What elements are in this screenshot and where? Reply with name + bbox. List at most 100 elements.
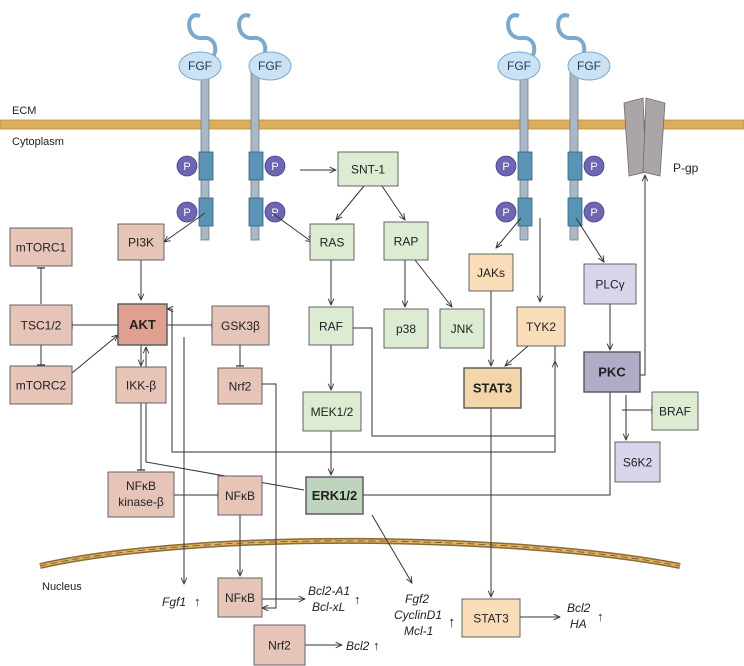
edge-receptor-jaks xyxy=(496,217,522,248)
tyk2-node: TYK2 xyxy=(516,306,566,347)
p38-node: p38 xyxy=(383,308,429,349)
phosphate-group: P xyxy=(176,201,198,223)
snt1-node-label: SNT-1 xyxy=(351,163,385,177)
snt1-node: SNT-1 xyxy=(337,151,399,187)
mtorc2-node: mTORC2 xyxy=(9,365,73,405)
nuclear-nrf2-node-label: Nrf2 xyxy=(268,639,291,653)
akt-node: AKT xyxy=(117,303,168,346)
edge-receptor-pi3k xyxy=(164,212,206,242)
cell-membrane xyxy=(0,119,744,130)
tyk2-node-label: TYK2 xyxy=(526,320,556,334)
gene-fgf1: Fgf1 xyxy=(162,595,186,609)
fgf-ligand: FGF xyxy=(497,51,541,81)
kinase-domain xyxy=(198,197,214,227)
plcg-node: PLCγ xyxy=(583,263,637,305)
edge-snt1-rap xyxy=(381,185,405,220)
gene-cyclind1: CyclinD1 xyxy=(394,608,442,622)
upregulated-arrow: ↑ xyxy=(354,592,361,607)
kinase-domain xyxy=(517,197,533,227)
edge-receptor-ras xyxy=(271,212,312,242)
upregulated-arrow: ↑ xyxy=(194,594,201,609)
mek1-2-node: MEK1/2 xyxy=(302,391,362,432)
upregulated-arrow: ↑ xyxy=(373,638,380,653)
phosphate-group: P xyxy=(495,201,517,223)
nuclear-nrf2-node: Nrf2 xyxy=(253,624,306,666)
tsc1-2-node-label: TSC1/2 xyxy=(21,319,62,333)
phosphate-group: P xyxy=(264,201,286,223)
pgp-transporter xyxy=(623,97,666,177)
upregulated-arrow: ↑ xyxy=(597,609,604,624)
edge-snt1-ras xyxy=(336,185,365,220)
nuclear-envelope xyxy=(39,537,681,569)
fgf-label: FGF xyxy=(258,59,282,73)
jaks-node: JAKs xyxy=(468,253,514,292)
plcg-node-label: PLCγ xyxy=(595,278,624,292)
jnk-node: JNK xyxy=(439,308,485,349)
gene-fgf2: Fgf2 xyxy=(405,592,429,606)
edge-tyk2-stat3 xyxy=(505,345,529,366)
phosphate-group: P xyxy=(583,201,605,223)
kinase-domain xyxy=(248,151,264,181)
raf-node-label: RAF xyxy=(319,320,343,334)
edge-tyk2-akt-loop xyxy=(167,309,556,453)
phosphate-label: P xyxy=(271,161,278,173)
erk1-2-node-label: ERK1/2 xyxy=(312,488,358,503)
rap-node-label: RAP xyxy=(394,235,419,249)
pi3k-node-label: PI3K xyxy=(128,236,154,250)
kinase-domain xyxy=(567,197,583,227)
raf-node: RAF xyxy=(308,306,354,346)
fgf-label: FGF xyxy=(577,59,601,73)
mtorc1-node: mTORC1 xyxy=(9,227,73,267)
gene-bcl2-nrf2: Bcl2 xyxy=(346,639,370,653)
nrf2-node: Nrf2 xyxy=(217,367,263,405)
pi3k-node: PI3K xyxy=(117,223,165,261)
phosphate-group: P xyxy=(176,155,198,177)
edge-pkc-erk xyxy=(357,392,611,495)
erk1-2-node: ERK1/2 xyxy=(305,476,364,515)
nfkb-kinase-line1: NFκB xyxy=(126,479,156,493)
fgf-ligand: FGF xyxy=(178,51,222,81)
kinase-domain xyxy=(198,151,214,181)
edge-nrf2-erk-loop xyxy=(262,383,277,608)
phosphate-label: P xyxy=(590,161,597,173)
tsc1-2-node: TSC1/2 xyxy=(9,304,73,346)
phosphate-label: P xyxy=(502,207,509,219)
kinase-domain xyxy=(567,151,583,181)
ikk-beta-node-label: IKK-β xyxy=(126,379,156,393)
phosphate-label: P xyxy=(590,207,597,219)
fgf-label: FGF xyxy=(507,59,531,73)
gene-ha: HA xyxy=(570,617,587,631)
kinase-domain xyxy=(248,197,264,227)
edge-receptor-plcg xyxy=(575,217,604,262)
edge-pkc-pgp xyxy=(640,175,645,376)
rap-node: RAP xyxy=(383,221,429,261)
ecm-label: ECM xyxy=(12,105,36,117)
nuclear-stat3-node-label: STAT3 xyxy=(473,612,509,626)
p38-node-label: p38 xyxy=(396,322,416,336)
nuclear-stat3-node: STAT3 xyxy=(461,598,521,638)
edge-rap-jnk xyxy=(414,259,452,307)
s6k2-node: S6K2 xyxy=(614,441,661,483)
phosphate-label: P xyxy=(183,207,190,219)
gene-bcl-xl: Bcl-xL xyxy=(312,600,345,614)
target-genes: Fgf1 ↑ Bcl2-A1 Bcl-xL ↑ Fgf2 CyclinD1 Mc… xyxy=(162,584,604,653)
jnk-node-label: JNK xyxy=(451,322,474,336)
nfkb-kinase-beta-node: NFκB kinase-β xyxy=(107,471,175,518)
gsk3b-node: GSK3β xyxy=(211,305,270,346)
phosphate-label: P xyxy=(183,161,190,173)
nuclear-nfkb-node: NFκB xyxy=(217,577,263,618)
nfkb-kinase-line2: kinase-β xyxy=(118,495,164,509)
akt-node-label: AKT xyxy=(129,317,156,332)
ras-node: RAS xyxy=(309,223,355,261)
fgf-receptor: FGF P P xyxy=(176,13,222,241)
ikk-beta-node: IKK-β xyxy=(115,366,167,404)
nuclear-nfkb-node-label: NFκB xyxy=(225,591,255,605)
cytoplasm-label: Cytoplasm xyxy=(12,136,64,148)
ras-node-label: RAS xyxy=(320,236,345,250)
mek1-2-node-label: MEK1/2 xyxy=(311,405,354,419)
fgf-ligand: FGF xyxy=(567,51,611,81)
